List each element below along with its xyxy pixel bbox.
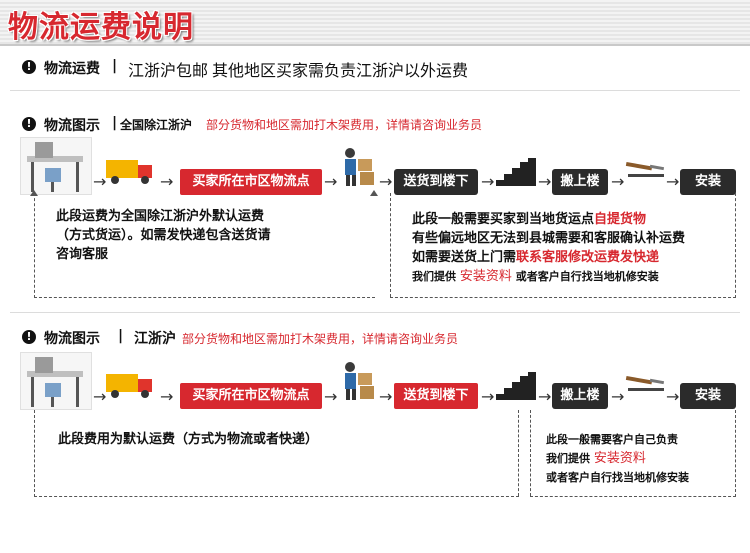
section1-left-text-line2: （方式货运）。如需发快递包含送货请 (56, 228, 271, 243)
step-carry-upstairs: 搬上楼 (552, 383, 608, 409)
divider (390, 193, 392, 297)
delivery-man-icon (340, 147, 376, 187)
arrow-right-icon: → (160, 387, 174, 406)
section2-right-line1: 此段一般需要客户自己负责 (546, 433, 678, 446)
notice-label: 物流运费 (44, 61, 100, 77)
step-install: 安装 (680, 169, 736, 195)
step-deliver-downstairs: 送货到楼下 (394, 383, 478, 409)
section2-right-line2-b: 安装资料 (593, 451, 646, 466)
section1-right-line4: 我们提供 安装资料 或者客户自行找当地机修安装 (412, 268, 659, 286)
truck-icon (106, 370, 156, 400)
arrow-right-icon: → (324, 387, 338, 406)
section1-right-line1: 此段一般需要买家到当地货运点自提货物 (412, 210, 646, 229)
section1-right-line1-a: 此段一般需要买家到当地货运点 (412, 212, 595, 227)
step-city-logistics: 买家所在市区物流点 (180, 169, 322, 195)
notice-free-shipping: 江浙沪包邮 (128, 61, 209, 80)
page-title: 物流运费说明 (8, 10, 194, 45)
arrow-right-icon: → (324, 172, 338, 191)
section1-scope: 全国除江浙沪 (120, 118, 193, 132)
arrow-right-icon: → (666, 387, 680, 406)
header-banner (0, 0, 750, 46)
exclamation-icon: ! (22, 330, 36, 344)
section1-right-line1-b: 自提货物 (594, 212, 647, 227)
section1-right-line4-c: 或者客户自行找当地机修安装 (515, 270, 659, 283)
section2-sep: | (118, 328, 124, 344)
step-install: 安装 (680, 383, 736, 409)
section2-right-line2-a: 我们提供 (546, 452, 590, 465)
stairs-icon (496, 158, 536, 186)
step-city-logistics: 买家所在市区物流点 (180, 383, 322, 409)
stairs-icon (496, 372, 536, 400)
section1-right-line2: 有些偏远地区无法到县城需要和客服确认补运费 (412, 231, 686, 246)
arrow-up-icon (370, 190, 378, 196)
exclamation-icon: ! (22, 60, 36, 74)
section2-left-panel (34, 410, 519, 497)
tools-icon (624, 374, 668, 396)
section1-left-text-line3: 咨询客服 (56, 247, 109, 262)
section1-right-line4-b: 安装资料 (459, 269, 512, 284)
arrow-right-icon: → (666, 172, 680, 191)
step-deliver-downstairs: 送货到楼下 (394, 169, 478, 195)
arrow-right-icon: → (538, 387, 552, 406)
truck-icon (106, 156, 156, 186)
arrow-right-icon: → (93, 387, 107, 406)
arrow-up-icon (30, 190, 38, 196)
section1-right-line3: 如需要送货上门需联系客服修改运费发快递 (412, 248, 659, 267)
divider (10, 90, 740, 91)
machine-image (20, 352, 92, 410)
section2-note: 部分货物和地区需加打木架费用，详情请咨询业务员 (182, 332, 459, 346)
notice-sep: | (112, 58, 118, 74)
section1-note: 部分货物和地区需加打木架费用，详情请咨询业务员 (206, 118, 483, 132)
divider (10, 312, 740, 313)
section1-left-text-line1: 此段运费为全国除江浙沪外默认运费 (56, 209, 265, 224)
arrow-right-icon: → (611, 387, 625, 406)
arrow-right-icon: → (538, 172, 552, 191)
arrow-right-icon: → (93, 172, 107, 191)
section1-right-panel (390, 193, 736, 298)
arrow-right-icon: → (611, 172, 625, 191)
section2-right-line2: 我们提供 安装资料 (546, 450, 646, 468)
arrow-right-icon: → (379, 172, 393, 191)
arrow-right-icon: → (379, 387, 393, 406)
divider (518, 410, 520, 496)
section2-right-panel (530, 410, 736, 497)
section2-right-line3: 或者客户自行找当地机修安装 (546, 471, 689, 484)
section2-left-text: 此段费用为默认运费（方式为物流或者快递） (58, 432, 319, 447)
arrow-right-icon: → (160, 172, 174, 191)
arrow-right-icon: → (481, 172, 495, 191)
section1-right-line3-b: 联系客服修改运费发快递 (516, 250, 660, 265)
section2-label: 物流图示 (44, 331, 100, 347)
exclamation-icon: ! (22, 117, 36, 131)
divider (530, 410, 532, 496)
section1-right-line3-a: 如需要送货上门需 (412, 250, 517, 265)
section1-label: 物流图示 (44, 118, 100, 134)
section1-left-panel (34, 193, 375, 298)
section1-sep: | (112, 115, 118, 131)
notice-other-regions: 其他地区买家需负责江浙沪以外运费 (212, 61, 469, 80)
tools-icon (624, 160, 668, 182)
section2-scope: 江浙沪 (134, 331, 176, 347)
delivery-man-icon (340, 361, 376, 401)
arrow-right-icon: → (481, 387, 495, 406)
step-carry-upstairs: 搬上楼 (552, 169, 608, 195)
section1-right-line4-a: 我们提供 (412, 270, 456, 283)
machine-image (20, 137, 92, 195)
